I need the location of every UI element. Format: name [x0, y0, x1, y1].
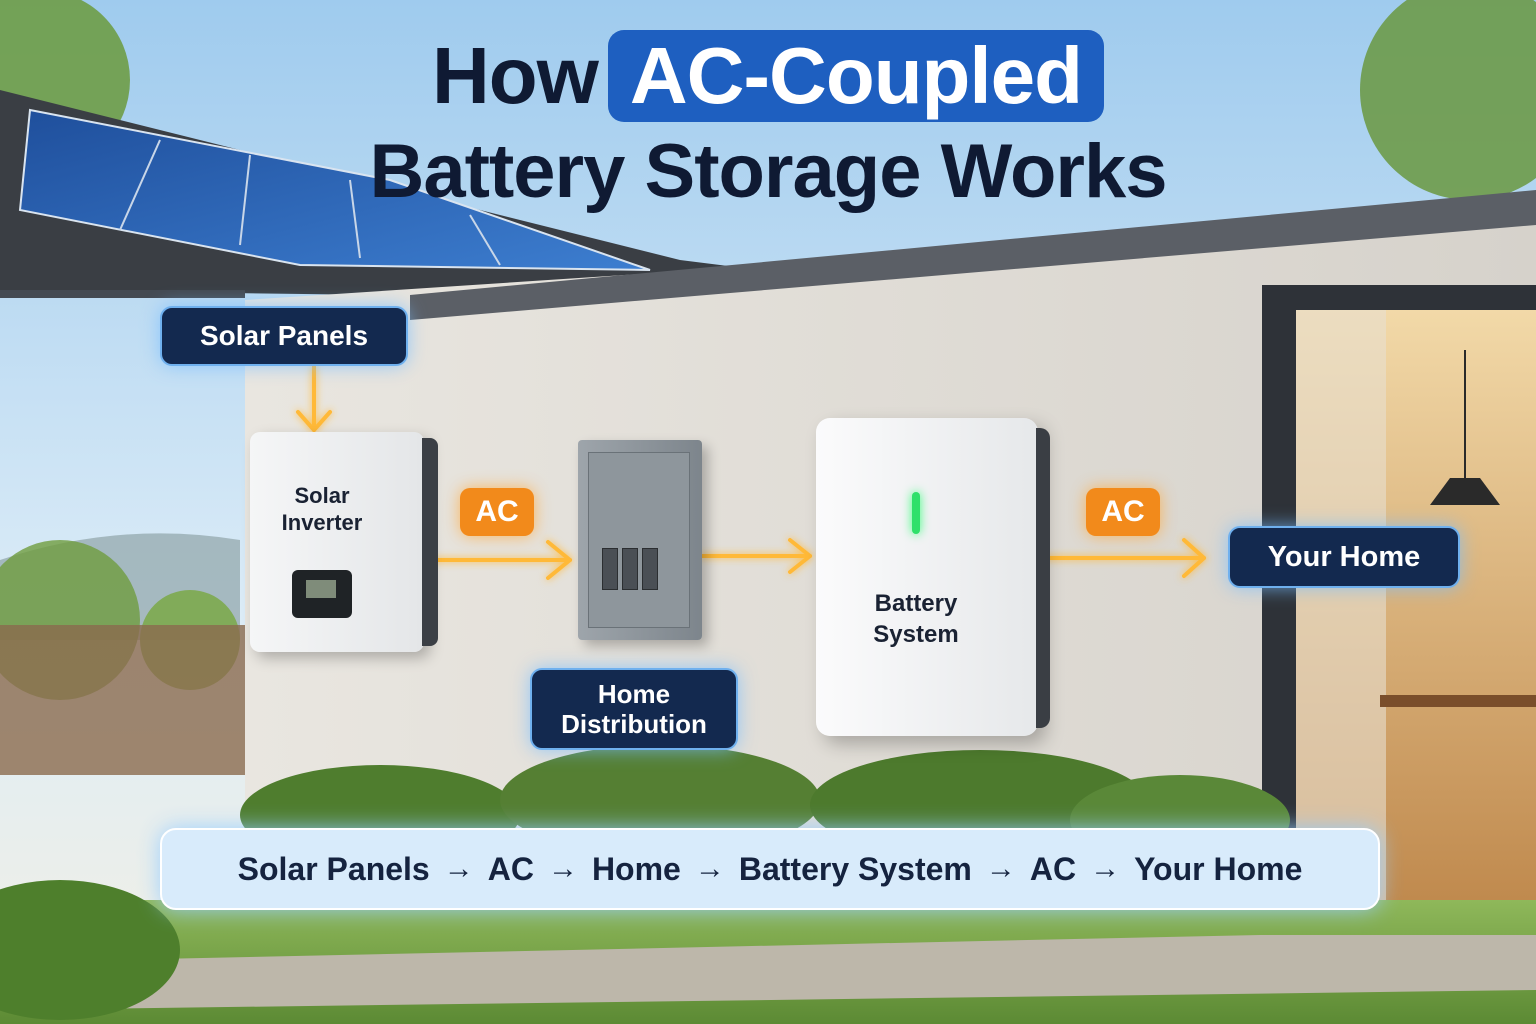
your-home-label: Your Home [1228, 526, 1460, 588]
panel-door [588, 452, 690, 628]
ac-label-2: AC [1086, 488, 1160, 536]
title-line-2: Battery Storage Works [369, 129, 1168, 214]
flow-summary-bar: Solar Panels → AC → Home → Battery Syste… [160, 828, 1380, 910]
arrow-right-icon: → [1090, 852, 1121, 885]
ac-label-1: AC [460, 488, 534, 536]
title-prefix: How [431, 31, 599, 120]
summary-step: Home [591, 850, 681, 887]
inverter-display-icon [292, 570, 352, 618]
title-highlight: AC-Coupled [607, 30, 1105, 122]
summary-step: Your Home [1134, 850, 1303, 887]
inverter-side-panel [422, 438, 438, 646]
summary-step: AC [487, 850, 534, 887]
status-led-icon [912, 492, 920, 534]
summary-step: AC [1029, 850, 1077, 887]
breaker-icon [622, 548, 638, 590]
battery-side-panel [1036, 428, 1050, 728]
arrow-right-icon: → [985, 852, 1016, 885]
summary-step: Solar Panels [237, 850, 430, 887]
home-distribution-panel [578, 440, 702, 640]
breaker-icon [602, 548, 618, 590]
solar-panels-label: Solar Panels [160, 306, 408, 366]
summary-step: Battery System [738, 850, 972, 887]
arrow-right-icon: → [547, 852, 578, 885]
arrow-right-icon: → [694, 852, 725, 885]
arrow-right-icon: → [443, 852, 474, 885]
breaker-icon [642, 548, 658, 590]
